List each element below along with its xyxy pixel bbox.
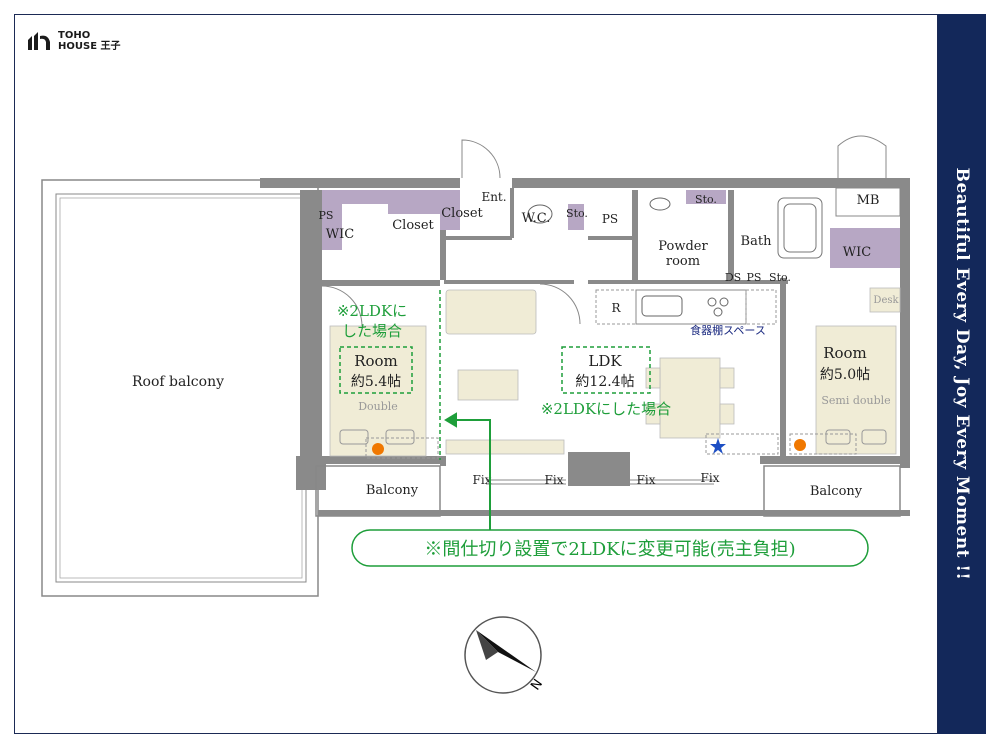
ps2-label: PS <box>602 212 618 226</box>
star-marker <box>710 438 726 454</box>
balconies: Balcony Balcony <box>315 465 910 517</box>
outlet-marker-left <box>372 443 384 455</box>
fix3-label: Fix <box>637 473 656 487</box>
powder-label: Powder <box>658 239 708 254</box>
fix2-label: Fix <box>545 473 564 487</box>
room-right-size: 約5.0帖 <box>820 367 870 383</box>
wc-label: W.C. <box>522 211 551 226</box>
closet1-label: Closet <box>392 218 434 233</box>
compass-north-label: N <box>528 677 546 694</box>
fridge-label: R <box>611 301 621 315</box>
room-left-label: Room <box>354 352 398 370</box>
bed-right-label: Semi double <box>821 394 890 407</box>
logo-line-2: HOUSE 王子 <box>58 41 121 52</box>
closet2-label: Closet <box>441 206 483 221</box>
wic-left-label: WIC <box>326 227 354 242</box>
bath-label: Bath <box>741 234 773 249</box>
balcony-left-label: Balcony <box>366 483 419 498</box>
page-frame <box>14 14 938 734</box>
bathroom <box>527 197 823 259</box>
mb-label: MB <box>857 193 880 208</box>
alt-2ldk-center-label: ※2LDKにした場合 <box>541 400 671 418</box>
bed-left-label: Double <box>358 400 398 413</box>
room-right-label: Room <box>823 344 867 362</box>
powder-label-2: room <box>666 254 700 269</box>
toho-logo-icon <box>28 32 50 50</box>
brand-logo: TOHO HOUSE 王子 <box>26 30 121 52</box>
logo-line-1: TOHO <box>58 30 91 41</box>
sto2-label: Sto. <box>695 193 717 206</box>
desk-label: Desk <box>873 295 899 306</box>
door-swings <box>321 135 901 327</box>
entrance-label: Ent. <box>481 190 506 204</box>
ds-label: DS <box>725 271 741 284</box>
bed-pillows <box>339 429 887 445</box>
outer-walls <box>260 178 910 490</box>
room-labels: WIC PS Closet Closet Ent. W.C. Sto. PS S… <box>319 190 880 487</box>
balcony-right-label: Balcony <box>810 484 863 499</box>
windows <box>486 479 714 485</box>
ldk-label: LDK <box>588 352 622 370</box>
sto1-label: Sto. <box>566 207 588 220</box>
outlet-marker-right <box>794 439 806 451</box>
change-note-text: ※間仕切り設置で2LDKに変更可能(売主負担) <box>424 539 795 560</box>
brand-sidebar <box>938 14 986 734</box>
change-note: ※間仕切り設置で2LDKに変更可能(売主負担) <box>351 529 869 567</box>
dashed-area-right <box>789 433 857 455</box>
storage-areas <box>322 190 900 268</box>
dashed-area-center <box>705 433 779 455</box>
ps1-label: PS <box>319 209 334 222</box>
furniture <box>329 287 901 457</box>
roof-balcony: Roof balcony <box>41 179 319 597</box>
ps3-label: PS <box>747 271 762 284</box>
fix1-label: Fix <box>473 473 492 487</box>
compass: N <box>464 616 546 694</box>
change-arrow <box>444 412 491 530</box>
room-left-size: 約5.4帖 <box>351 374 401 390</box>
kitchen: R 食器棚スペース <box>595 289 777 337</box>
fix4-label: Fix <box>701 471 720 485</box>
shelf-label: 食器棚スペース <box>690 323 766 337</box>
sto3-label: Sto. <box>769 271 791 284</box>
roof-balcony-label: Roof balcony <box>132 374 224 390</box>
wic-right-label: WIC <box>843 245 871 260</box>
alt-2ldk-label-line1: ※2LDKに <box>337 302 407 320</box>
alt-layout-overlays <box>339 290 651 460</box>
alt-2ldk-label-line2: した場合 <box>342 322 402 340</box>
dashed-area-left <box>365 437 439 459</box>
ldk-size: 約12.4帖 <box>575 374 634 390</box>
